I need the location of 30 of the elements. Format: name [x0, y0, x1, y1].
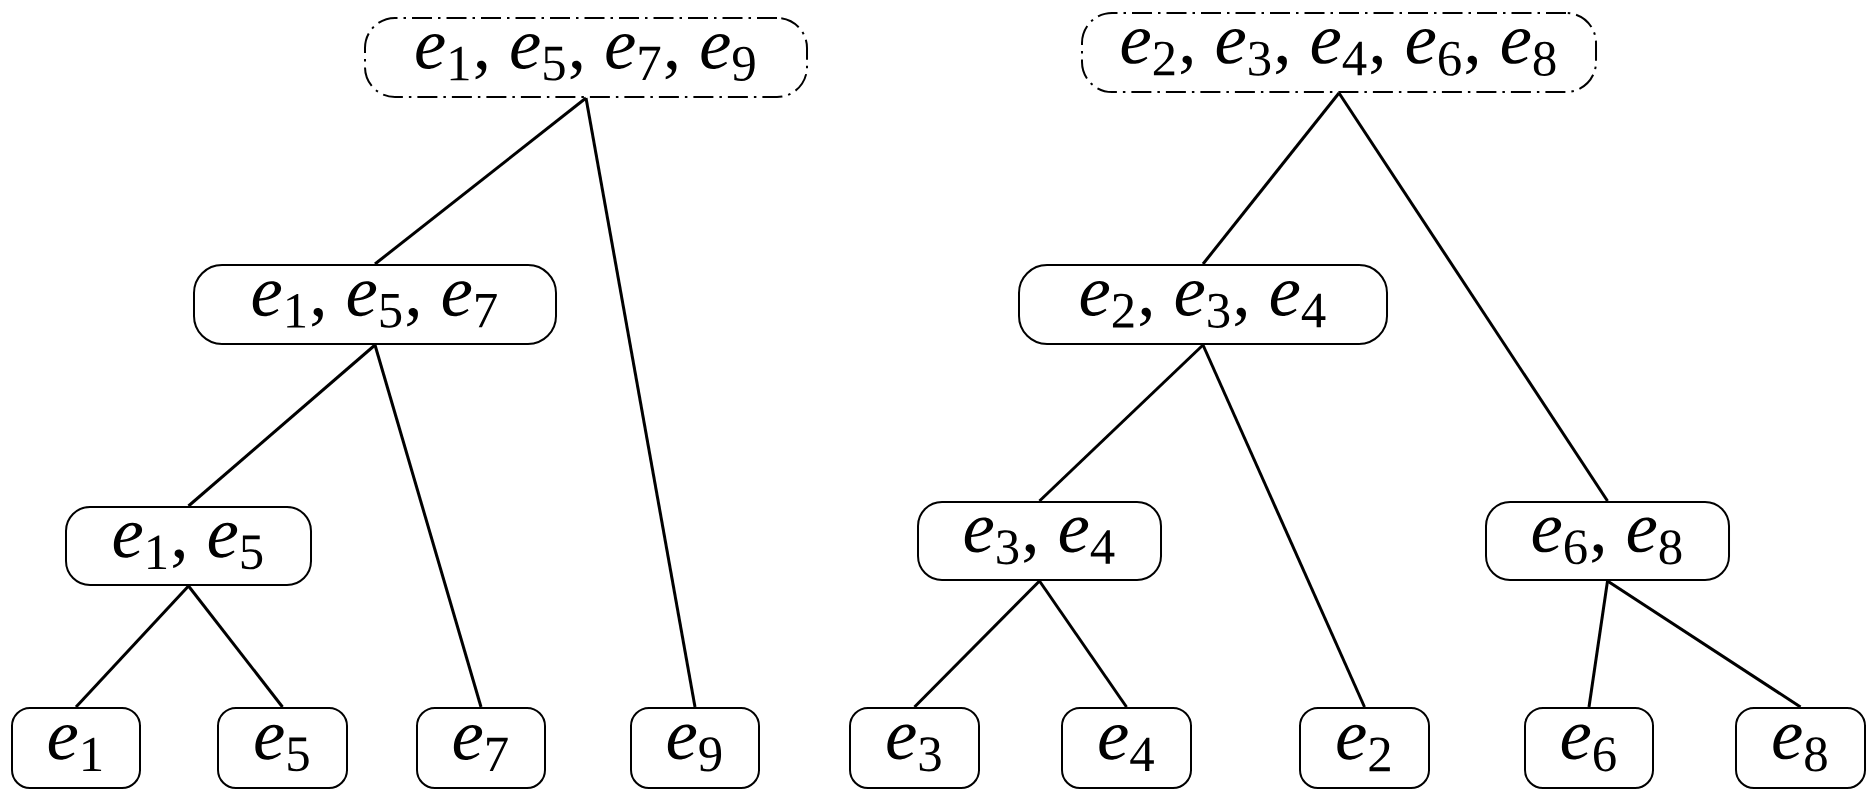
tree-edge — [1201, 92, 1341, 265]
set-box: e$_{9}$ — [630, 707, 760, 789]
set-box: e$_{2}$, e$_{3}$, e$_{4}$ — [1018, 264, 1388, 345]
set-box: e$_{6}$ — [1524, 707, 1654, 789]
set-box: e$_{1}$, e$_{5}$ — [65, 506, 312, 586]
dashed-set-box: e$_{1}$, e$_{5}$, e$_{7}$, e$_{9}$ — [364, 17, 808, 98]
tree-edge — [1606, 579, 1802, 709]
tree-edge — [584, 97, 697, 708]
tree-edge — [1587, 580, 1609, 708]
tree-edge — [1038, 343, 1205, 503]
tree-edge — [1038, 580, 1128, 708]
tree-edge — [374, 96, 587, 266]
set-box: e$_{6}$, e$_{8}$ — [1485, 501, 1730, 581]
set-box: e$_{5}$ — [217, 707, 348, 789]
set-box: e$_{3}$ — [849, 707, 980, 789]
set-box: e$_{4}$ — [1061, 707, 1192, 789]
set-box: e$_{8}$ — [1735, 707, 1866, 789]
dashed-set-box: e$_{2}$, e$_{3}$, e$_{4}$, e$_{6}$, e$_{8}$ — [1081, 12, 1597, 93]
set-box: e$_{1}$ — [11, 707, 141, 789]
set-box: e$_{2}$ — [1299, 707, 1430, 789]
tree-edge — [187, 343, 376, 508]
tree-edge — [373, 344, 483, 708]
set-box: e$_{1}$, e$_{5}$, e$_{7}$ — [193, 264, 557, 345]
tree-edge — [187, 585, 284, 708]
tree-edge — [74, 584, 190, 708]
set-box: e$_{7}$ — [416, 707, 546, 789]
set-box: e$_{3}$, e$_{4}$ — [917, 501, 1162, 581]
tree-edge — [1201, 344, 1366, 708]
tree-edge — [913, 579, 1041, 709]
tree-edge — [1337, 92, 1609, 502]
